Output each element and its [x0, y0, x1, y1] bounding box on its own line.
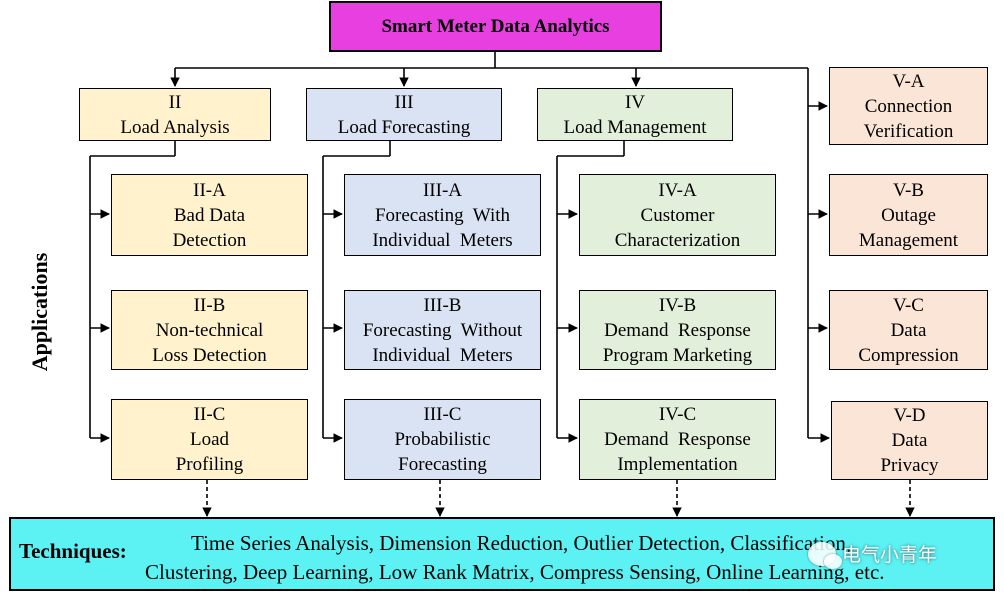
- item-v-d-line1: Data: [891, 430, 928, 451]
- item-iv-c-line2: Implementation: [617, 454, 738, 475]
- item-iii-c-line2: Forecasting: [398, 454, 487, 475]
- item-v-b-code: V-B: [893, 179, 924, 201]
- item-ii-a: II-A Bad Data Detection: [111, 174, 308, 256]
- group-iii-code: III: [394, 91, 414, 113]
- group-ii-name: Load Analysis: [120, 116, 230, 138]
- item-iv-b-line2: Program Marketing: [602, 344, 753, 366]
- group-iv-code: IV: [624, 91, 646, 113]
- item-ii-b-line1: Non-technical: [155, 319, 264, 341]
- item-ii-c: II-C Load Profiling: [111, 399, 308, 480]
- techniques-line-1: Time Series Analysis, Dimension Reductio…: [191, 531, 852, 555]
- item-ii-c-line2: Profiling: [175, 454, 244, 475]
- item-v-c: V-C Data Compression: [829, 290, 988, 370]
- diagram-title-box: Smart Meter Data Analytics: [329, 1, 662, 52]
- techniques-label: Techniques:: [19, 539, 127, 563]
- watermark: 电气小青年: [808, 540, 938, 569]
- item-ii-a-line2: Detection: [172, 229, 247, 251]
- watermark-text: 电气小青年: [842, 544, 938, 566]
- item-iv-a-code: IV-A: [658, 179, 697, 201]
- item-iii-c: III-C Probabilistic Forecasting: [344, 399, 541, 480]
- item-iii-b-code: III-B: [423, 294, 462, 316]
- group-iv-load-management: IV Load Management: [537, 88, 733, 141]
- item-iii-a-line2: Individual Meters: [372, 229, 513, 251]
- group-iii-load-forecasting: III Load Forecasting: [306, 88, 502, 141]
- item-v-a: V-A Connection Verification: [829, 67, 988, 145]
- item-iii-c-code: III-C: [423, 404, 462, 425]
- item-v-d-code: V-D: [893, 405, 926, 426]
- item-iv-a-line1: Customer: [640, 204, 715, 226]
- item-ii-b-line2: Loss Detection: [152, 344, 267, 366]
- item-iii-a-code: III-A: [422, 179, 463, 201]
- item-iv-c: IV-C Demand Response Implementation: [579, 399, 776, 480]
- item-ii-a-code: II-A: [193, 179, 226, 201]
- item-v-a-line1: Connection: [864, 95, 953, 117]
- item-iii-b-line2: Individual Meters: [372, 344, 513, 366]
- item-v-a-code: V-A: [892, 70, 925, 92]
- chat-bubble-icon: [808, 541, 842, 569]
- item-v-b-line1: Outage: [881, 204, 936, 226]
- item-iv-c-code: IV-C: [658, 404, 697, 425]
- item-v-b: V-B Outage Management: [829, 174, 988, 256]
- item-iv-b-line1: Demand Response: [604, 319, 751, 341]
- group-iii-name: Load Forecasting: [337, 116, 471, 138]
- item-v-c-line2: Compression: [858, 344, 959, 366]
- item-v-d-line2: Privacy: [880, 455, 939, 476]
- item-iv-c-line1: Demand Response: [604, 429, 751, 450]
- item-v-a-line2: Verification: [863, 120, 954, 142]
- item-v-c-line1: Data: [890, 319, 927, 341]
- item-ii-b-code: II-B: [193, 294, 226, 316]
- item-ii-a-line1: Bad Data: [173, 204, 246, 226]
- item-iv-b: IV-B Demand Response Program Marketing: [579, 290, 776, 370]
- item-iv-a: IV-A Customer Characterization: [579, 174, 776, 256]
- techniques-line-2: Clustering, Deep Learning, Low Rank Matr…: [145, 560, 885, 584]
- item-ii-c-code: II-C: [193, 404, 226, 425]
- group-ii-load-analysis: II Load Analysis: [79, 88, 271, 141]
- item-v-b-line2: Management: [858, 229, 959, 251]
- item-iii-b: III-B Forecasting Without Individual Met…: [344, 290, 541, 370]
- group-iv-name: Load Management: [563, 116, 707, 138]
- item-iii-a: III-A Forecasting With Individual Meters: [344, 174, 541, 256]
- item-iii-c-line1: Probabilistic: [394, 429, 491, 450]
- diagram-title: Smart Meter Data Analytics: [381, 16, 610, 37]
- item-iv-a-line2: Characterization: [614, 229, 741, 251]
- item-v-c-code: V-C: [893, 294, 924, 316]
- item-iii-b-line1: Forecasting Without: [362, 319, 523, 341]
- item-iii-a-line1: Forecasting With: [374, 204, 511, 226]
- item-ii-b: II-B Non-technical Loss Detection: [111, 290, 308, 370]
- item-iv-b-code: IV-B: [658, 294, 697, 316]
- item-ii-c-line1: Load: [189, 429, 230, 450]
- item-v-d: V-D Data Privacy: [831, 401, 988, 480]
- applications-label: Applications: [27, 252, 52, 372]
- group-ii-code: II: [168, 91, 182, 113]
